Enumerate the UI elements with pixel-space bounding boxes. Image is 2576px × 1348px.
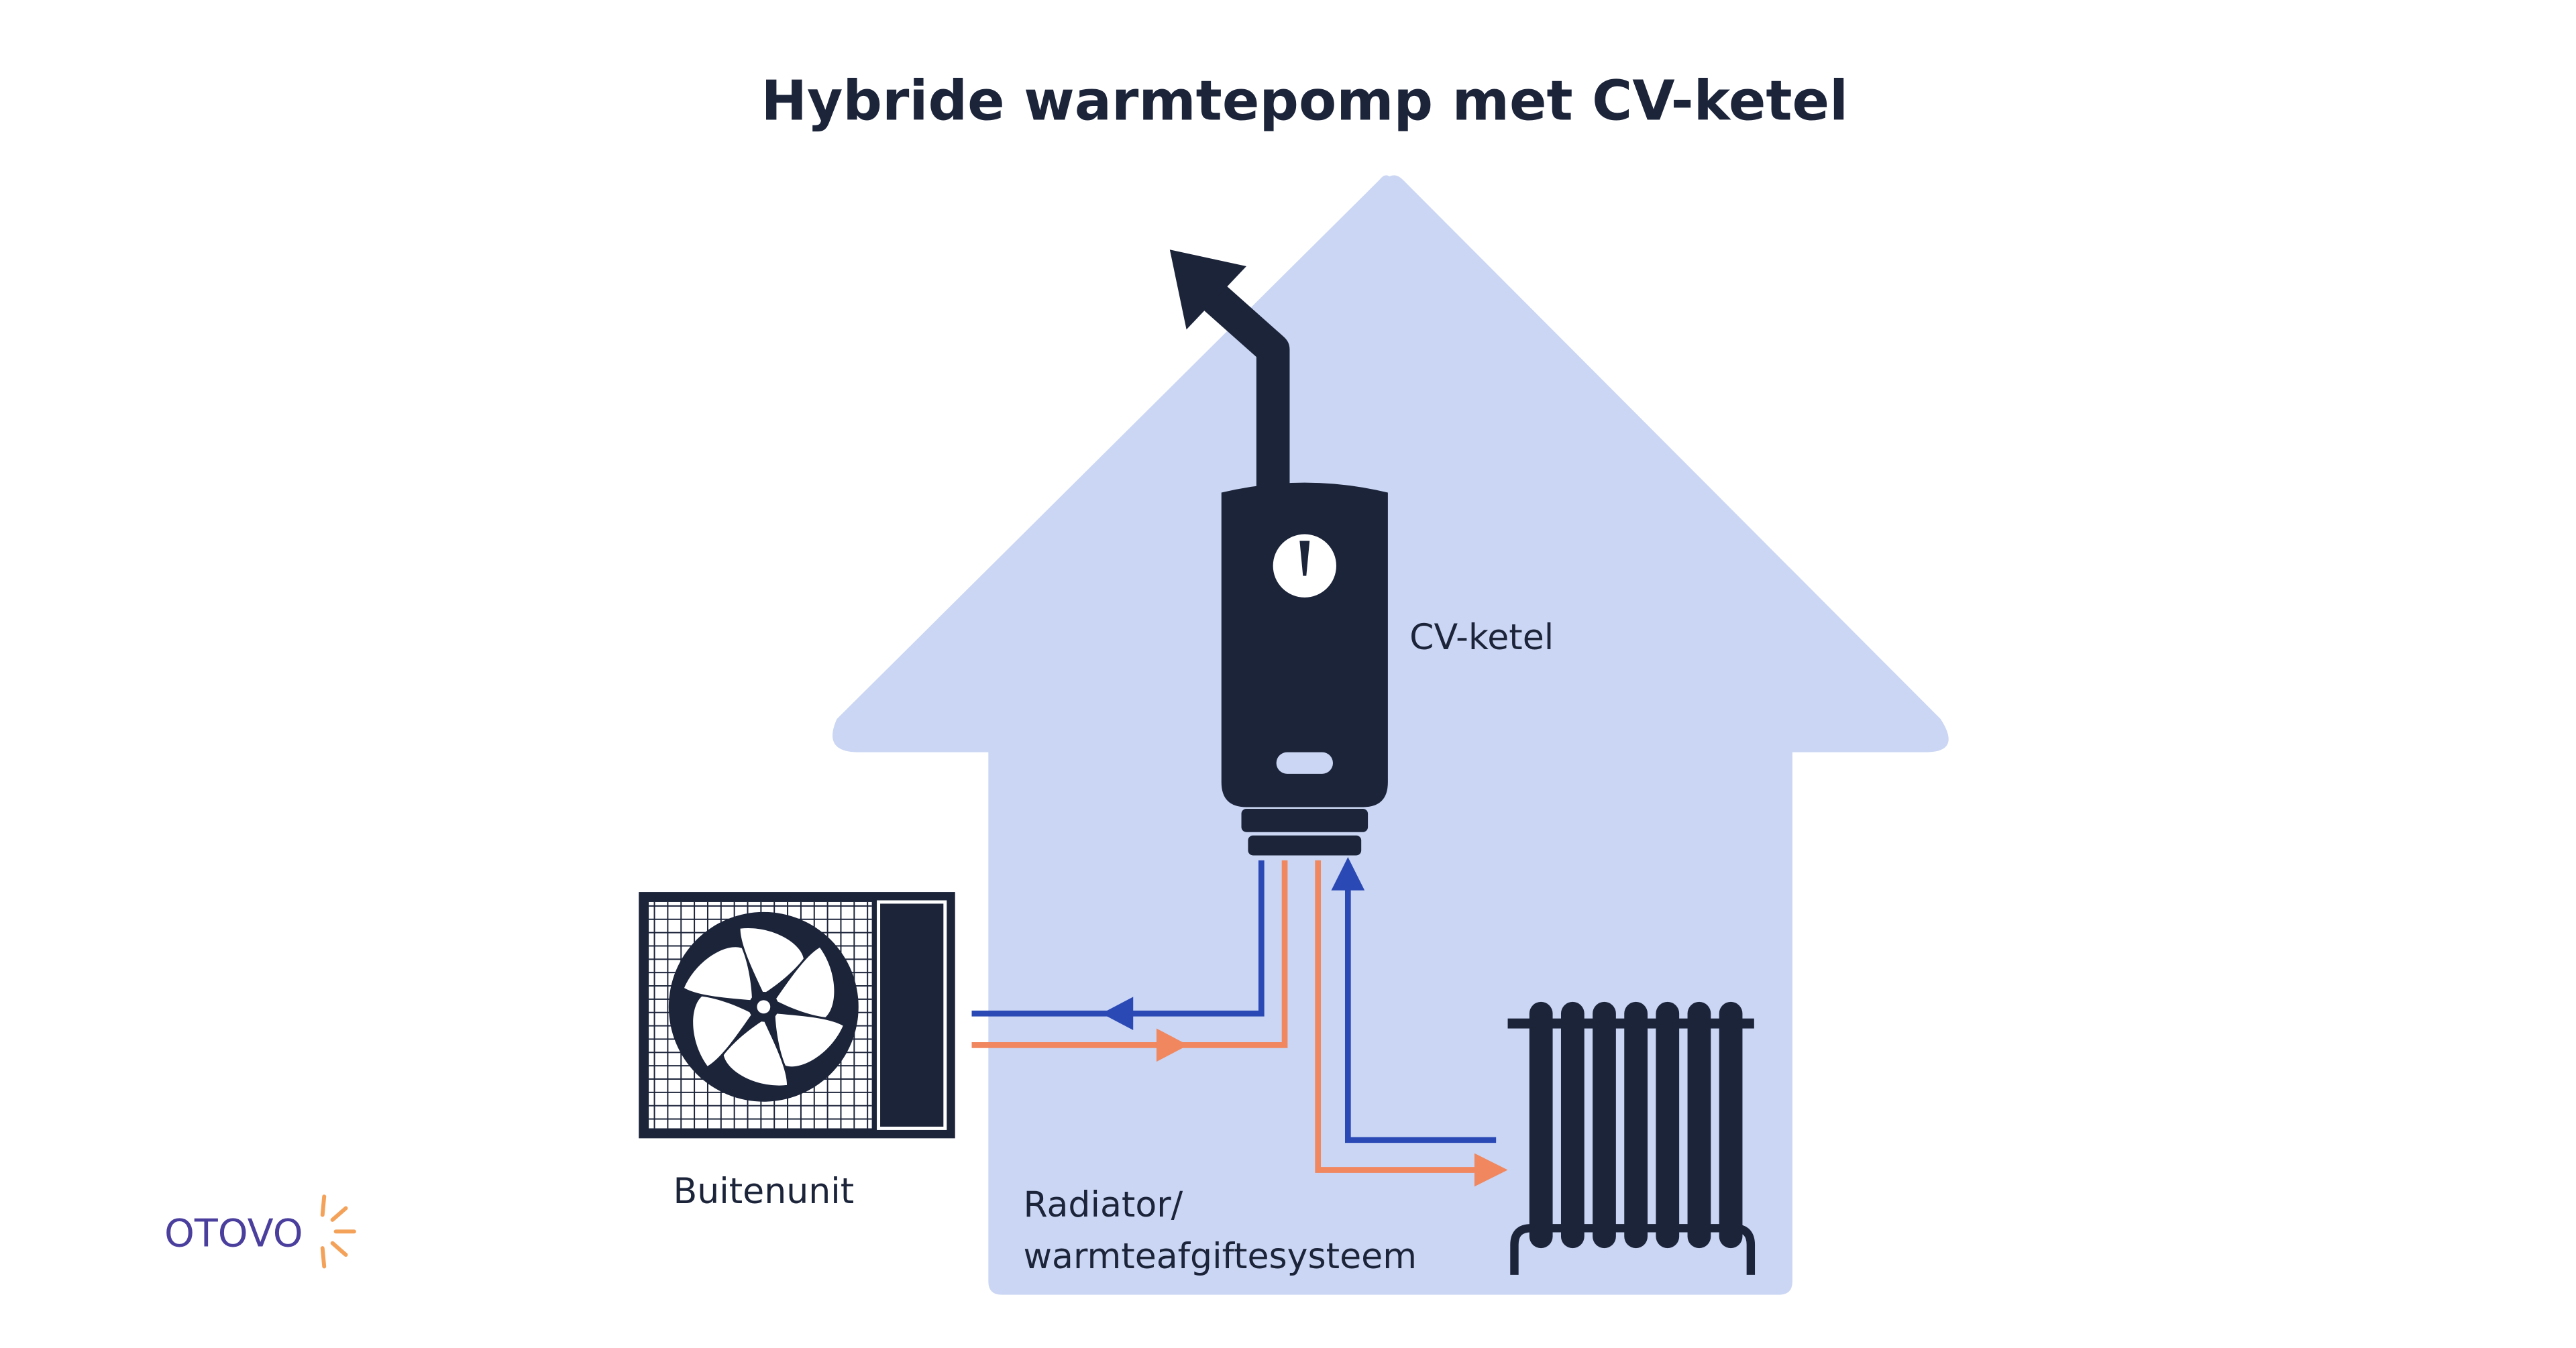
pipe-radiator-loop <box>1315 856 1508 1187</box>
outdoor-unit-label: Buitenunit <box>673 1172 854 1212</box>
flow-arrow-icon <box>1156 1028 1189 1062</box>
house-shape <box>833 175 1949 1295</box>
sun-icon <box>320 1194 356 1269</box>
radiator-icon <box>1507 1001 1756 1275</box>
diagram-title: Hybride warmtepomp met CV-ketel <box>761 70 1849 133</box>
radiator-label-line2: warmteafgiftesysteem <box>1023 1237 1417 1277</box>
radiator-label-line1: Radiator/ <box>1023 1185 1183 1225</box>
pipe-outdoor-loop <box>971 860 1288 1062</box>
boiler-icon <box>1221 482 1388 856</box>
fan-icon <box>668 911 859 1102</box>
gauge-icon <box>1273 534 1336 598</box>
flue-arrow-icon <box>1169 249 1290 490</box>
otovo-logo: OTOVO <box>164 1194 356 1269</box>
flow-arrow-icon <box>1474 1153 1508 1187</box>
logo-text: OTOVO <box>164 1212 303 1256</box>
flow-arrow-icon <box>1331 856 1365 891</box>
flow-arrow-icon <box>1102 997 1134 1031</box>
boiler-label: CV-ketel <box>1409 618 1554 658</box>
